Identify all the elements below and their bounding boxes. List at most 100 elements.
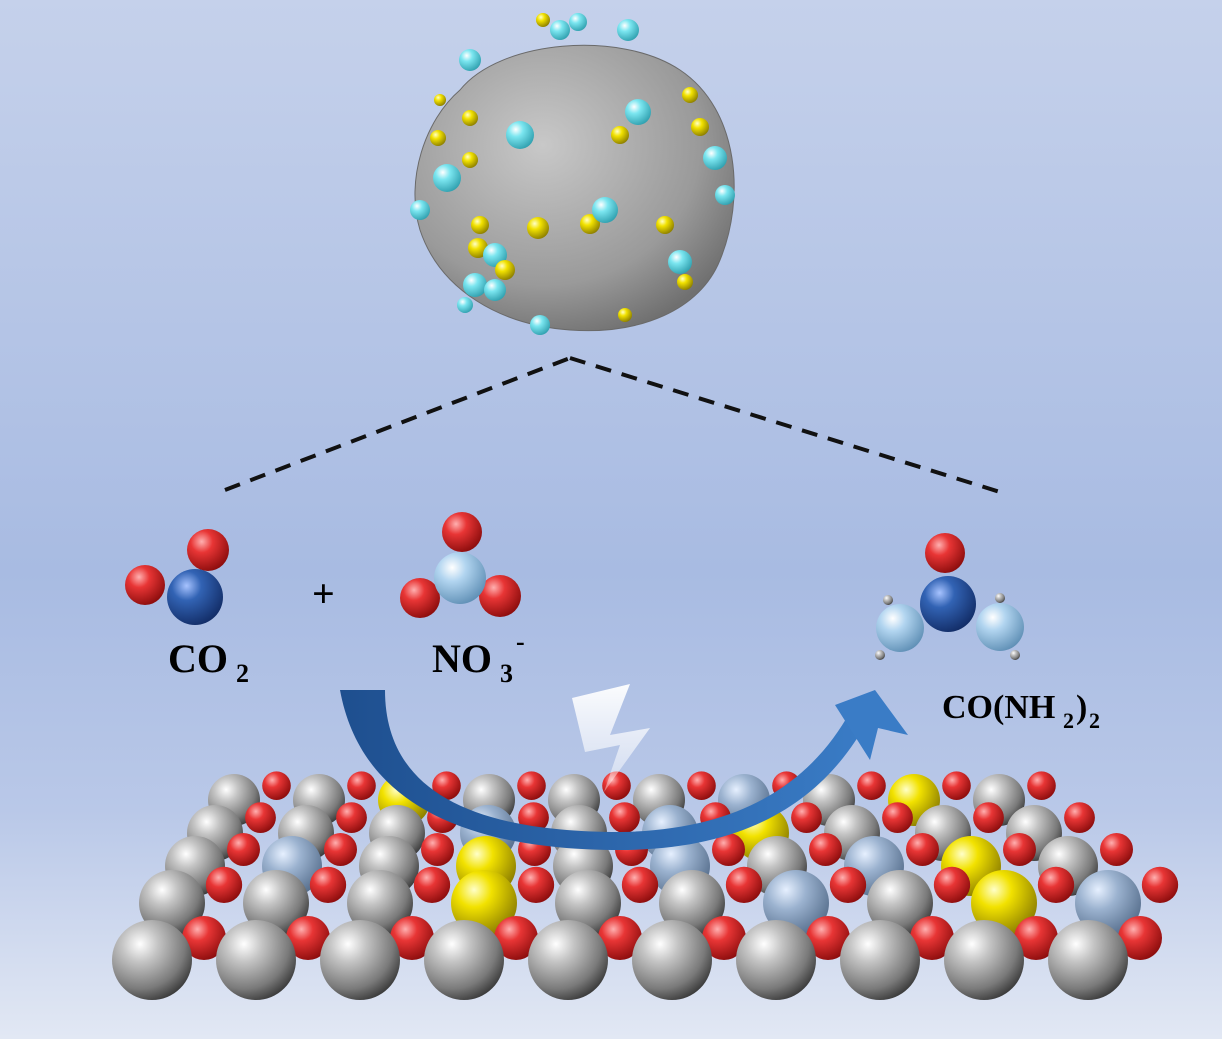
surface-oxygen-atom [390, 916, 434, 960]
surface-oxygen-atom [413, 866, 451, 903]
yellow-dopant-dot [656, 216, 674, 234]
cyan-dopant-dot [703, 146, 727, 170]
svg-text:2: 2 [1063, 708, 1074, 733]
cyan-dopant-dot [463, 273, 487, 297]
cyan-dopant-dot [592, 197, 618, 223]
svg-text:CO(NH: CO(NH [942, 689, 1055, 726]
surface-oxygen-atom [1118, 916, 1162, 960]
cyan-dopant-dot [506, 121, 534, 149]
cyan-dopant-dot [569, 13, 587, 31]
cyan-dopant-dot [484, 279, 506, 301]
surface-metal-atom [944, 920, 1024, 1000]
plus-sign: + [312, 571, 335, 616]
surface-oxygen-atom [942, 771, 971, 800]
surface-metal-atom [736, 920, 816, 1000]
svg-text:2: 2 [236, 659, 249, 688]
surface-oxygen-atom [857, 771, 886, 800]
surface-oxygen-atom [227, 833, 260, 866]
surface-blue-dopant [763, 870, 829, 936]
svg-text:): ) [1076, 689, 1087, 726]
yellow-dopant-dot [434, 94, 446, 106]
cyan-dopant-dot [550, 20, 570, 40]
surface-oxygen-atom [517, 771, 546, 800]
yellow-dopant-dot [618, 308, 632, 322]
surface-oxygen-atom [262, 771, 291, 800]
surface-metal-atom [840, 920, 920, 1000]
yellow-dopant-dot [527, 217, 549, 239]
cyan-dopant-dot [668, 250, 692, 274]
surface-metal-atom [555, 870, 621, 936]
surface-oxygen-atom [973, 802, 1004, 833]
surface-oxygen-atom [1141, 866, 1179, 903]
surface-metal-atom [632, 920, 712, 1000]
co2-label: CO 2 [168, 636, 249, 688]
surface-oxygen-atom [336, 802, 367, 833]
yellow-dopant-dot [462, 152, 478, 168]
surface-oxygen-atom [1014, 916, 1058, 960]
surface-oxygen-atom [182, 916, 226, 960]
surface-metal-atom [867, 870, 933, 936]
cyan-dopant-dot [459, 49, 481, 71]
surface-oxygen-atom [1003, 833, 1036, 866]
cyan-dopant-dot [410, 200, 430, 220]
yellow-dopant-dot [611, 126, 629, 144]
surface-oxygen-atom [309, 866, 347, 903]
surface-oxygen-atom [347, 771, 376, 800]
yellow-dopant-dot [468, 238, 488, 258]
cyan-dopant-dot [625, 99, 651, 125]
surface-oxygen-atom [791, 802, 822, 833]
surface-oxygen-atom [702, 916, 746, 960]
svg-text:NO: NO [432, 636, 492, 681]
surface-oxygen-atom [882, 802, 913, 833]
surface-oxygen-atom [621, 866, 659, 903]
surface-oxygen-atom [1027, 771, 1056, 800]
surface-yellow-dopant [451, 870, 517, 936]
surface-oxygen-atom [906, 833, 939, 866]
svg-text:-: - [516, 627, 525, 656]
surface-oxygen-atom [205, 866, 243, 903]
urea-label: CO(NH 2 ) 2 [942, 689, 1100, 733]
surface-oxygen-atom [806, 916, 850, 960]
surface-oxygen-atom [286, 916, 330, 960]
surface-oxygen-atom [809, 833, 842, 866]
co2-molecule [125, 529, 229, 625]
cyan-dopant-dot [530, 315, 550, 335]
surface-oxygen-atom [687, 771, 716, 800]
surface-oxygen-atom [725, 866, 763, 903]
yellow-dopant-dot [471, 216, 489, 234]
cyan-dopant-dot [715, 185, 735, 205]
yellow-dopant-dot [536, 13, 550, 27]
surface-yellow-dopant [971, 870, 1037, 936]
yellow-dopant-dot [691, 118, 709, 136]
surface-oxygen-atom [933, 866, 971, 903]
yellow-dopant-dot [495, 260, 515, 280]
no3-molecule [400, 512, 521, 618]
lightning-bolt-icon [572, 684, 650, 792]
surface-oxygen-atom [324, 833, 357, 866]
no3-label: NO 3 - [432, 627, 525, 688]
svg-text:CO: CO [168, 636, 228, 681]
curved-arrow-icon [340, 690, 908, 850]
yellow-dopant-dot [580, 214, 600, 234]
cyan-dopant-dot [617, 19, 639, 41]
urea-molecule [875, 533, 1024, 660]
surface-oxygen-atom [609, 802, 640, 833]
surface-oxygen-atom [712, 833, 745, 866]
yellow-dopant-dot [430, 130, 446, 146]
surface-oxygen-atom [432, 771, 461, 800]
surface-metal-atom [528, 920, 608, 1000]
surface-metal-atom [659, 870, 725, 936]
yellow-dopant-dot [677, 274, 693, 290]
surface-metal-atom [424, 920, 504, 1000]
surface-metal-atom [216, 920, 296, 1000]
surface-oxygen-atom [829, 866, 867, 903]
surface-oxygen-atom [245, 802, 276, 833]
cyan-dopant-dot [457, 297, 473, 313]
svg-text:3: 3 [500, 659, 513, 688]
surface-metal-atom [1048, 920, 1128, 1000]
surface-oxygen-atom [494, 916, 538, 960]
zoom-guide-lines [224, 356, 1001, 494]
cyan-dopant-dot [433, 164, 461, 192]
surface-oxygen-atom [1037, 866, 1075, 903]
surface-metal-atom [347, 870, 413, 936]
